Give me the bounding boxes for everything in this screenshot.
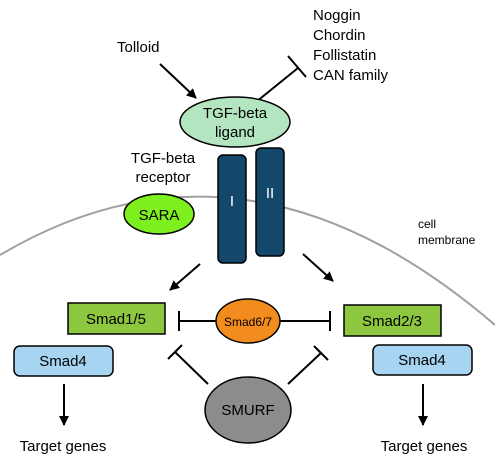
ligand-label-line1: TGF-beta bbox=[203, 105, 268, 122]
tolloid-label: Tolloid bbox=[117, 39, 160, 56]
receptor-label-line2: receptor bbox=[135, 169, 190, 186]
receptor-label-line1: TGF-beta bbox=[131, 150, 196, 167]
smurf-inhibition-bar-left bbox=[167, 344, 183, 360]
smurf-inhibition-bar-right bbox=[313, 345, 329, 361]
smad23-box bbox=[343, 304, 442, 337]
arrow-to-smad15 bbox=[169, 263, 201, 291]
target-genes-left: Target genes bbox=[20, 438, 107, 455]
receptor-type-ii-label: II bbox=[266, 185, 274, 202]
arrow-to-smad23 bbox=[302, 253, 334, 282]
membrane-label-line1: cell bbox=[418, 217, 436, 231]
smad4-left-box bbox=[13, 345, 114, 377]
receptor-type-i bbox=[217, 154, 247, 264]
inhibition-line-ligand bbox=[255, 67, 299, 103]
inhibition-bar-ligand bbox=[287, 55, 307, 78]
smad23-label: Smad2/3 bbox=[362, 313, 422, 330]
smad15-label: Smad1/5 bbox=[86, 311, 146, 328]
sara-node bbox=[123, 193, 195, 235]
tgf-beta-ligand bbox=[179, 96, 291, 148]
smurf-inhibition-line-left bbox=[174, 351, 209, 385]
smad67-label: Smad6/7 bbox=[224, 315, 272, 329]
smad15-box bbox=[67, 302, 166, 335]
inhibitor-follistatin: Follistatin bbox=[313, 47, 376, 64]
sara-label: SARA bbox=[139, 207, 180, 224]
smad4-right-label: Smad4 bbox=[398, 352, 446, 369]
receptor-type-ii bbox=[255, 147, 285, 257]
smad4-right-box bbox=[372, 344, 473, 376]
inhibitor-chordin: Chordin bbox=[313, 27, 366, 44]
inhibitor-noggin: Noggin bbox=[313, 7, 361, 24]
membrane-label-line2: membrane bbox=[418, 233, 476, 247]
smad4-left-label: Smad4 bbox=[39, 353, 87, 370]
tolloid-arrow bbox=[159, 63, 197, 99]
smurf-inhibition-line-right bbox=[287, 352, 322, 385]
target-genes-right: Target genes bbox=[381, 438, 468, 455]
smurf-node bbox=[204, 376, 292, 444]
inhibitor-can-family: CAN family bbox=[313, 67, 389, 84]
ligand-label-line2: ligand bbox=[215, 124, 255, 141]
smurf-label: SMURF bbox=[221, 402, 274, 419]
receptor-type-i-label: I bbox=[230, 193, 234, 210]
